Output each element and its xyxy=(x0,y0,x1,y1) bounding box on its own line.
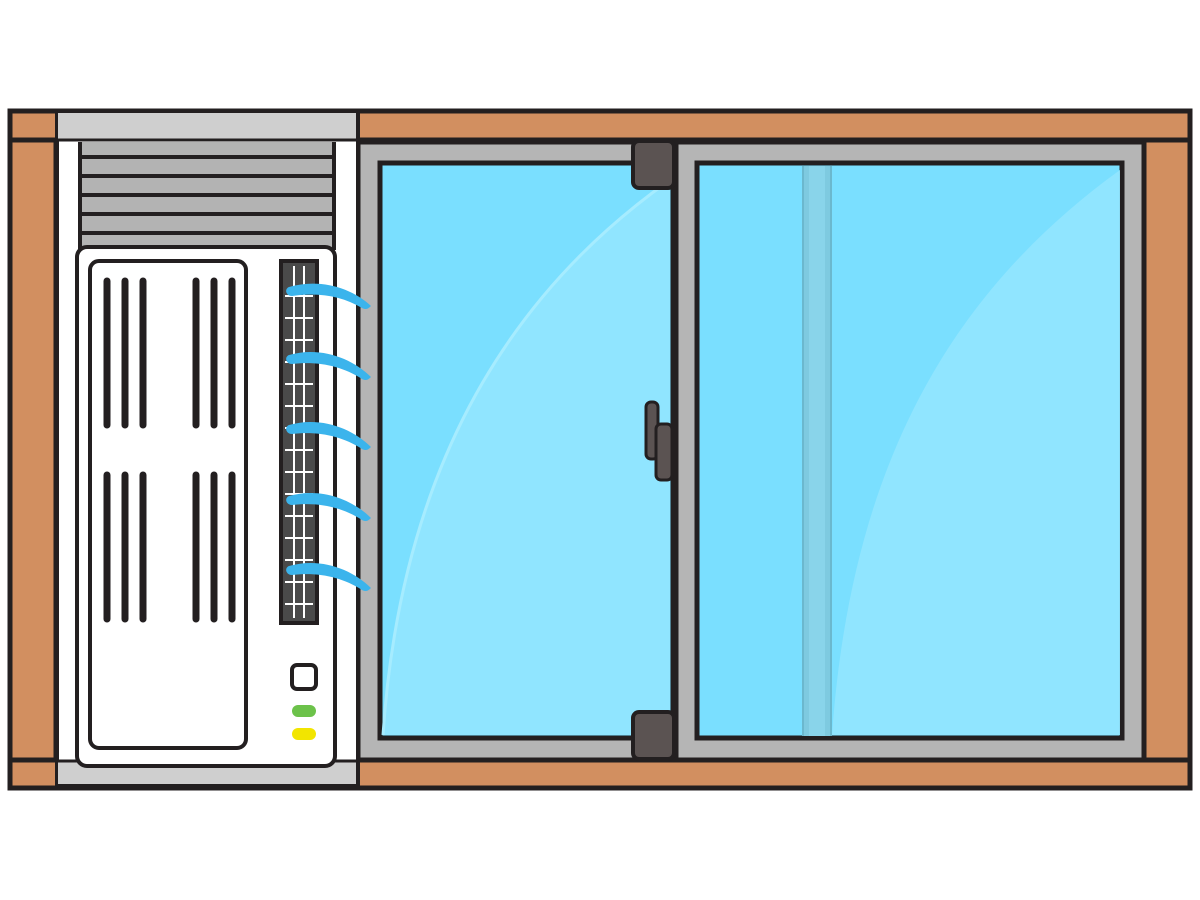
right-window-sash xyxy=(673,139,1147,763)
airflow-stream xyxy=(286,562,371,592)
airflow-stream xyxy=(286,283,371,310)
airflow-stream xyxy=(286,421,371,451)
ac-intake-grille xyxy=(103,277,236,623)
ac-front-grille-panel xyxy=(88,259,248,750)
left-window-sash xyxy=(355,139,679,763)
top-runner-block xyxy=(631,139,676,190)
sash-center-bar-core xyxy=(809,166,825,736)
airflow-stream xyxy=(286,492,371,522)
airflow-stream xyxy=(286,351,371,381)
bottom-runner-block xyxy=(631,710,676,761)
louver-frame xyxy=(279,259,319,625)
window-lock-icon[interactable] xyxy=(644,400,674,482)
window-hardware xyxy=(631,139,676,761)
airflow-icon xyxy=(286,283,371,592)
power-button-icon[interactable] xyxy=(290,663,318,691)
ac-rear-vent xyxy=(78,142,336,250)
left-glass-shine-edge xyxy=(381,178,671,736)
indicator-light-yellow xyxy=(292,728,316,740)
left-glass-shine xyxy=(383,180,670,735)
ac-top-cap xyxy=(58,113,356,139)
right-glass-shine xyxy=(832,170,1120,735)
window-lock-catch xyxy=(654,422,674,482)
indicator-light-green xyxy=(292,705,316,717)
ac-air-outlet-louver xyxy=(279,259,319,625)
window-air-conditioner-icon xyxy=(55,110,360,788)
